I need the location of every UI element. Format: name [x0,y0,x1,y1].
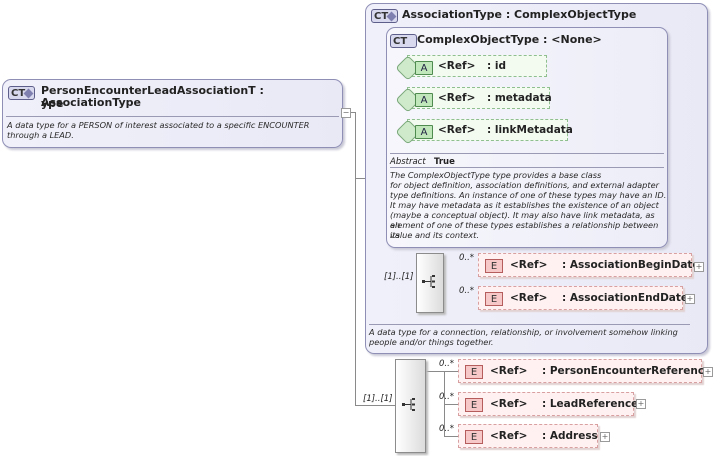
connector-to-association [355,178,365,179]
expand-toggle[interactable]: + [703,367,713,377]
complex-object-doc-line: type definitions. An instance of one of … [390,190,667,200]
attribute-name: : linkMetadata [487,124,573,136]
element-name: : PersonEncounterReference [542,365,712,377]
attribute-icon: A [415,61,433,75]
sequence-icon [402,398,415,411]
connector-to-outer-seq [355,405,395,406]
complex-object-doc-line: The ComplexObjectType type provides a ba… [390,170,602,180]
element-ref: <Ref> [490,398,528,410]
complex-object-doc-line: It may have metadata as it establishes t… [390,200,659,210]
root-type-title-line2: ype [41,97,64,110]
attribute-name: : id [487,60,506,72]
connector-trunk-v [355,112,356,405]
element-name: : Address [542,430,598,442]
root-type-documentation-line2: through a LEAD. [7,130,74,140]
attribute-linkmetadata[interactable]: A <Ref> : linkMetadata [395,119,573,145]
expand-toggle[interactable]: + [685,294,695,304]
divider [390,167,664,168]
element-name: : AssociationEndDate [562,292,689,304]
element-ref: <Ref> [510,292,548,304]
complex-object-doc-line: element of one of these types establishe… [390,220,659,240]
element-occurrence: 0..* [459,253,475,263]
expand-toggle[interactable]: + [636,399,646,409]
element-icon: E [465,365,483,379]
association-type-documentation-line1: A data type for a connection, relationsh… [369,327,678,337]
element-icon: E [465,398,483,412]
inner-sequence-box[interactable] [416,253,444,313]
complex-type-icon: CT [8,86,35,100]
element-occurrence: 0..* [459,286,475,296]
complex-type-icon: CT [371,9,398,23]
attribute-name: : metadata [487,92,552,104]
sequence-icon [422,275,435,288]
divider [369,324,690,325]
complex-object-type-title: ComplexObjectType : <None> [417,33,602,46]
element-ref: <Ref> [510,259,548,271]
connector-outer-e3 [444,436,458,437]
attribute-icon: A [415,125,433,139]
abstract-label: Abstract [390,157,426,167]
element-association-end-date[interactable]: E <Ref> : AssociationEndDate [478,286,688,310]
attribute-metadata[interactable]: A <Ref> : metadata [395,87,552,113]
collapse-toggle[interactable]: − [341,108,351,118]
connector-outer-seq-v [444,371,445,436]
abstract-value: True [434,157,455,167]
element-occurrence: 0..* [439,359,455,369]
attribute-id[interactable]: A <Ref> : id [395,55,547,81]
connector-outer-e2 [444,404,458,405]
element-ref: <Ref> [490,430,528,442]
association-type-title: AssociationType : ComplexObjectType [402,8,637,21]
attribute-ref: <Ref> [438,92,476,104]
element-name: : AssociationBeginDate [562,259,700,271]
element-occurrence: 0..* [439,424,455,434]
element-association-begin-date[interactable]: E <Ref> : AssociationBeginDate [478,253,700,277]
outer-sequence-cardinality: [1]..[1] [363,394,393,404]
attribute-icon: A [415,93,433,107]
root-type-box[interactable]: CT PersonEncounterLeadAssociationT : Ass… [2,79,343,148]
attribute-ref: <Ref> [438,124,476,136]
element-person-encounter-reference[interactable]: E <Ref> : PersonEncounterReference [458,359,711,383]
element-address[interactable]: E <Ref> : Address [458,424,598,448]
root-type-title-line1: PersonEncounterLeadAssociationT : Associ… [41,84,264,109]
complex-type-icon: CT [390,34,417,48]
complex-object-doc-line: value and its context. [390,230,479,240]
attribute-ref: <Ref> [438,60,476,72]
element-lead-reference[interactable]: E <Ref> : LeadReference [458,392,638,416]
element-ref: <Ref> [490,365,528,377]
element-name: : LeadReference [542,398,639,410]
outer-sequence-box[interactable] [395,359,426,453]
inner-sequence-cardinality: [1]..[1] [384,272,414,282]
expand-toggle[interactable]: + [694,262,704,272]
element-occurrence: 0..* [439,392,455,402]
complex-object-doc-line: (maybe a conceptual object). It may also… [390,210,655,230]
connector-outer-e1 [424,371,458,372]
complex-object-doc-line: for object definition, association defin… [390,180,659,190]
divider [6,116,339,117]
divider [390,153,664,154]
root-type-documentation-line1: A data type for a PERSON of interest ass… [7,120,310,130]
element-icon: E [465,430,483,444]
association-type-documentation-line2: people and/or things together. [369,337,494,347]
expand-toggle[interactable]: + [600,432,610,442]
element-icon: E [485,292,503,306]
element-icon: E [485,259,503,273]
